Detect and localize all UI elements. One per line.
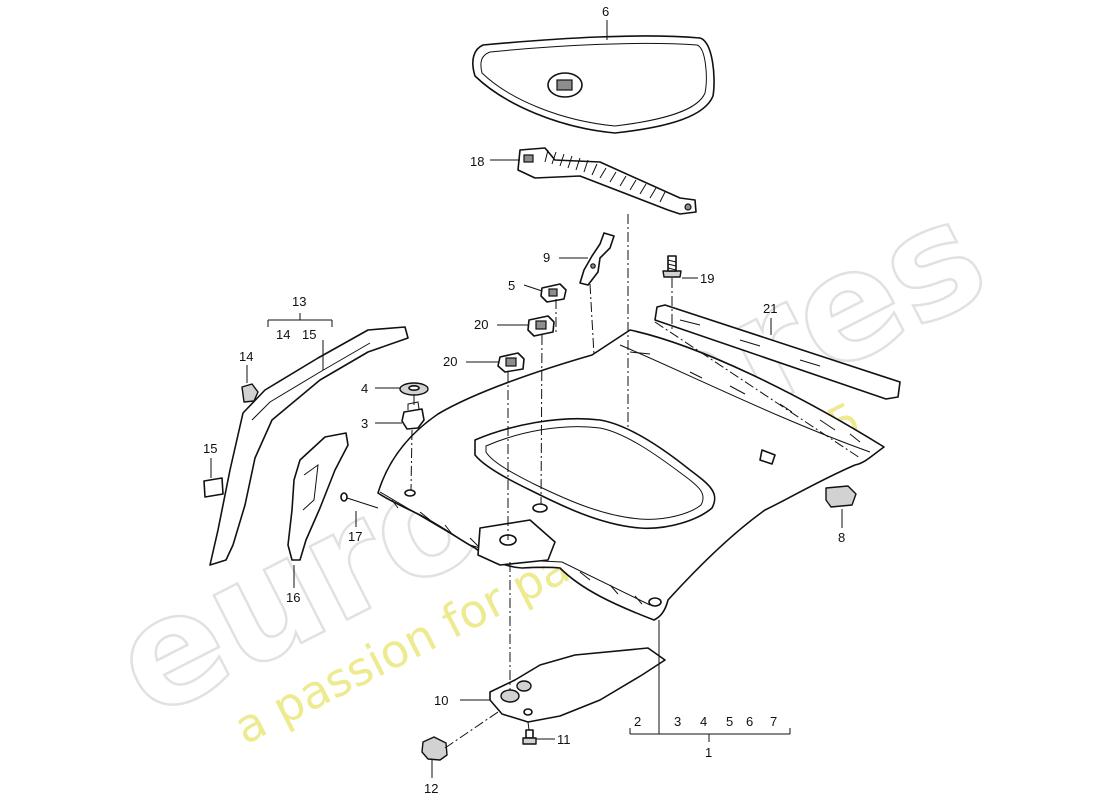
callout-5-group: 5 xyxy=(726,714,733,729)
callout-6-group: 6 xyxy=(746,714,753,729)
washer-4 xyxy=(399,382,429,396)
callout-13: 13 xyxy=(292,294,306,309)
callout-15-group: 15 xyxy=(302,327,316,342)
assembly-lines xyxy=(410,214,861,749)
pad-15 xyxy=(203,477,224,498)
callout-1: 1 xyxy=(705,745,712,760)
leader-lines xyxy=(210,20,843,778)
callout-20-lower: 20 xyxy=(443,354,457,369)
clip-3 xyxy=(401,401,425,430)
cap-14 xyxy=(241,383,259,403)
callout-11: 11 xyxy=(557,732,571,747)
a-pillar-trim xyxy=(209,326,409,566)
callout-12: 12 xyxy=(424,781,438,796)
clip-12 xyxy=(421,736,448,761)
callout-18: 18 xyxy=(470,154,484,169)
sunroof-seal xyxy=(472,35,715,134)
clip-20-upper xyxy=(527,315,555,337)
callout-20-upper: 20 xyxy=(474,317,488,332)
callout-8: 8 xyxy=(838,530,845,545)
clip-5 xyxy=(540,283,567,303)
callout-7: 7 xyxy=(770,714,777,729)
callout-labels: 6 18 9 5 20 20 4 3 19 21 8 13 14 15 14 1… xyxy=(203,4,845,796)
callout-15: 15 xyxy=(203,441,217,456)
callout-19: 19 xyxy=(700,271,714,286)
screw-11 xyxy=(522,729,537,745)
screw-19 xyxy=(662,255,682,278)
callout-14: 14 xyxy=(239,349,253,364)
callout-4-group: 4 xyxy=(700,714,707,729)
bolt-17 xyxy=(340,492,379,509)
cap-8 xyxy=(825,485,857,508)
callout-3-group: 3 xyxy=(674,714,681,729)
callout-5: 5 xyxy=(508,278,515,293)
clip-9 xyxy=(579,232,615,286)
callout-21: 21 xyxy=(763,301,777,316)
callout-10: 10 xyxy=(434,693,448,708)
rear-strip xyxy=(654,304,901,400)
callout-14-group: 14 xyxy=(276,327,290,342)
callout-17: 17 xyxy=(348,529,362,544)
callout-16: 16 xyxy=(286,590,300,605)
callout-6: 6 xyxy=(602,4,609,19)
rail-bracket xyxy=(517,147,697,215)
bracket-10 xyxy=(489,647,666,723)
callout-3: 3 xyxy=(361,416,368,431)
callout-2: 2 xyxy=(634,714,641,729)
callout-9: 9 xyxy=(543,250,550,265)
headliner xyxy=(377,329,885,621)
clip-20-lower xyxy=(497,352,525,373)
callout-4: 4 xyxy=(361,381,368,396)
b-pillar-trim xyxy=(287,432,349,561)
